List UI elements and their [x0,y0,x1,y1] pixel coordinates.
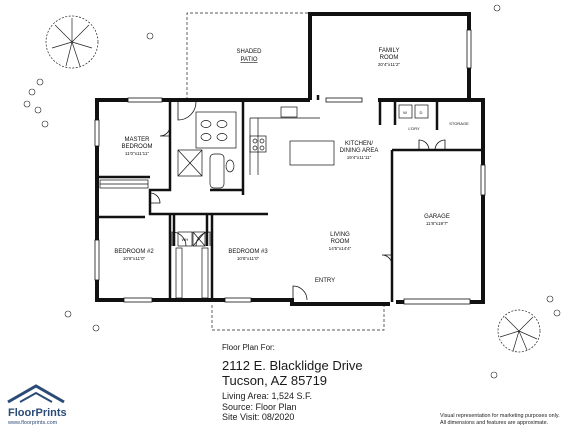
address-line-2: Tucson, AZ 85719 [222,373,328,388]
master-bedroom-label: MASTER [124,137,150,143]
living-room-label: LIVING [330,232,350,238]
tree-icon [45,15,99,69]
garage-label: GARAGE [424,214,450,220]
floor-plan-for-label: Floor Plan For: [222,343,275,352]
patio-outline [186,12,385,331]
washer-label: W [403,110,407,115]
logo-url: www.floorprints.com [8,420,58,426]
living-area: Living Area: 1,524 S.F. [222,391,313,401]
laundry-label: L'DRY [408,126,420,131]
kitchen-label: KITCHEN/ [345,141,373,147]
dryer-label: D [420,110,423,115]
windows [94,29,486,303]
property-info: Floor Plan For: 2112 E. Blacklidge Drive… [222,343,442,423]
disclaimer-line-1: Visual representation for marketing purp… [440,413,560,419]
garage-door [403,298,471,305]
wh-label: WH [182,237,189,242]
bedroom-2-dims: 10'6"x11'0" [123,256,146,261]
bedroom-2-label: BEDROOM #2 [114,249,154,255]
patio-label: SHADED [236,49,262,55]
closets [99,179,209,299]
bedroom-3-dims: 10'6"x11'0" [237,256,260,261]
bedroom-3-label: BEDROOM #3 [228,249,268,255]
shrub-icon [23,4,561,379]
address-line-1: 2112 E. Blacklidge Drive [222,358,363,373]
kitchen-fixtures [249,106,335,175]
floorprints-logo: FloorPrints www.floorprints.com [6,382,76,430]
disclaimer: Visual representation for marketing purp… [440,413,574,427]
patio-label-2: PATIO [240,57,257,63]
family-room-dims: 20'4"x11'2" [378,62,401,67]
garage-dims: 11'8"x19'7" [426,221,449,226]
family-room-label-2: ROOM [380,55,399,61]
water-heater [177,231,206,247]
logo-text: FloorPrints [8,407,67,419]
bathroom-fixtures [177,111,237,189]
disclaimer-line-2: All dimensions and features are approxim… [440,420,549,426]
master-bedroom-dims: 11'0"x11'11" [125,151,150,156]
house-icon [7,384,65,404]
tree-icon [497,309,541,353]
living-room-label-2: ROOM [331,239,350,245]
source: Source: Floor Plan [222,401,297,412]
kitchen-dims: 19'4"x11'11" [347,155,372,160]
site-visit: Site Visit: 08/2020 [222,412,295,422]
storage-label: STORAGE [449,121,469,126]
door-swings [149,101,446,301]
interior-walls [97,95,483,302]
master-bedroom-label-2: BEDROOM [121,144,152,150]
entry-label: ENTRY [315,278,335,284]
kitchen-label-2: DINING AREA [340,148,379,154]
laundry-appliances [398,104,429,119]
living-room-dims: 14'5"x14'4" [329,246,352,251]
family-room-label: FAMILY [379,48,400,54]
